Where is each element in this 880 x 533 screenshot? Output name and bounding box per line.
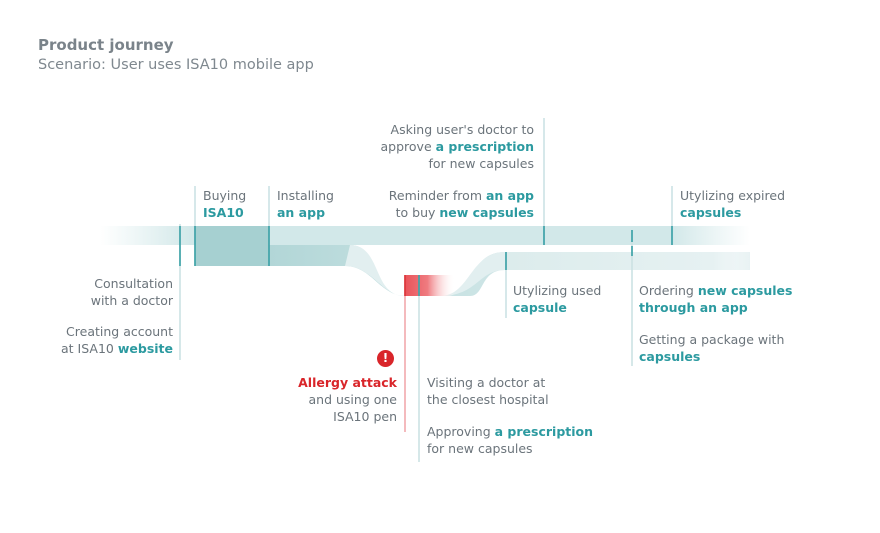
step-used-capsule: Utylizing used capsule [513, 283, 602, 315]
page-title: Product journey [38, 36, 174, 54]
step-visiting: Visiting a doctor at the closest hospita… [427, 375, 549, 407]
step-asking-doctor: Asking user's doctor to approve a prescr… [380, 122, 534, 171]
step-consultation: Consultation with a doctor [90, 276, 173, 308]
step-reminder: Reminder from an app to buy new capsules [388, 188, 534, 220]
step-expired: Utylizing expired capsules [680, 188, 786, 220]
step-creating-account: Creating account at ISA10 website [61, 324, 173, 356]
step-approving: Approving a prescription for new capsule… [427, 424, 594, 456]
alert-icon: ! [377, 350, 394, 367]
lower-band-right [505, 252, 750, 270]
step-installing: Installing an app [277, 188, 334, 220]
step-package: Getting a package with capsules [639, 332, 785, 364]
dip-band [345, 245, 505, 296]
buying-block [195, 226, 269, 266]
page-subtitle: Scenario: User uses ISA10 mobile app [38, 57, 314, 73]
allergy-block [405, 275, 455, 296]
step-ordering: Ordering new capsules through an app [639, 283, 793, 315]
step-buying: Buying ISA10 [203, 188, 247, 220]
step-allergy: Allergy attack and using one ISA10 pen [298, 375, 397, 424]
